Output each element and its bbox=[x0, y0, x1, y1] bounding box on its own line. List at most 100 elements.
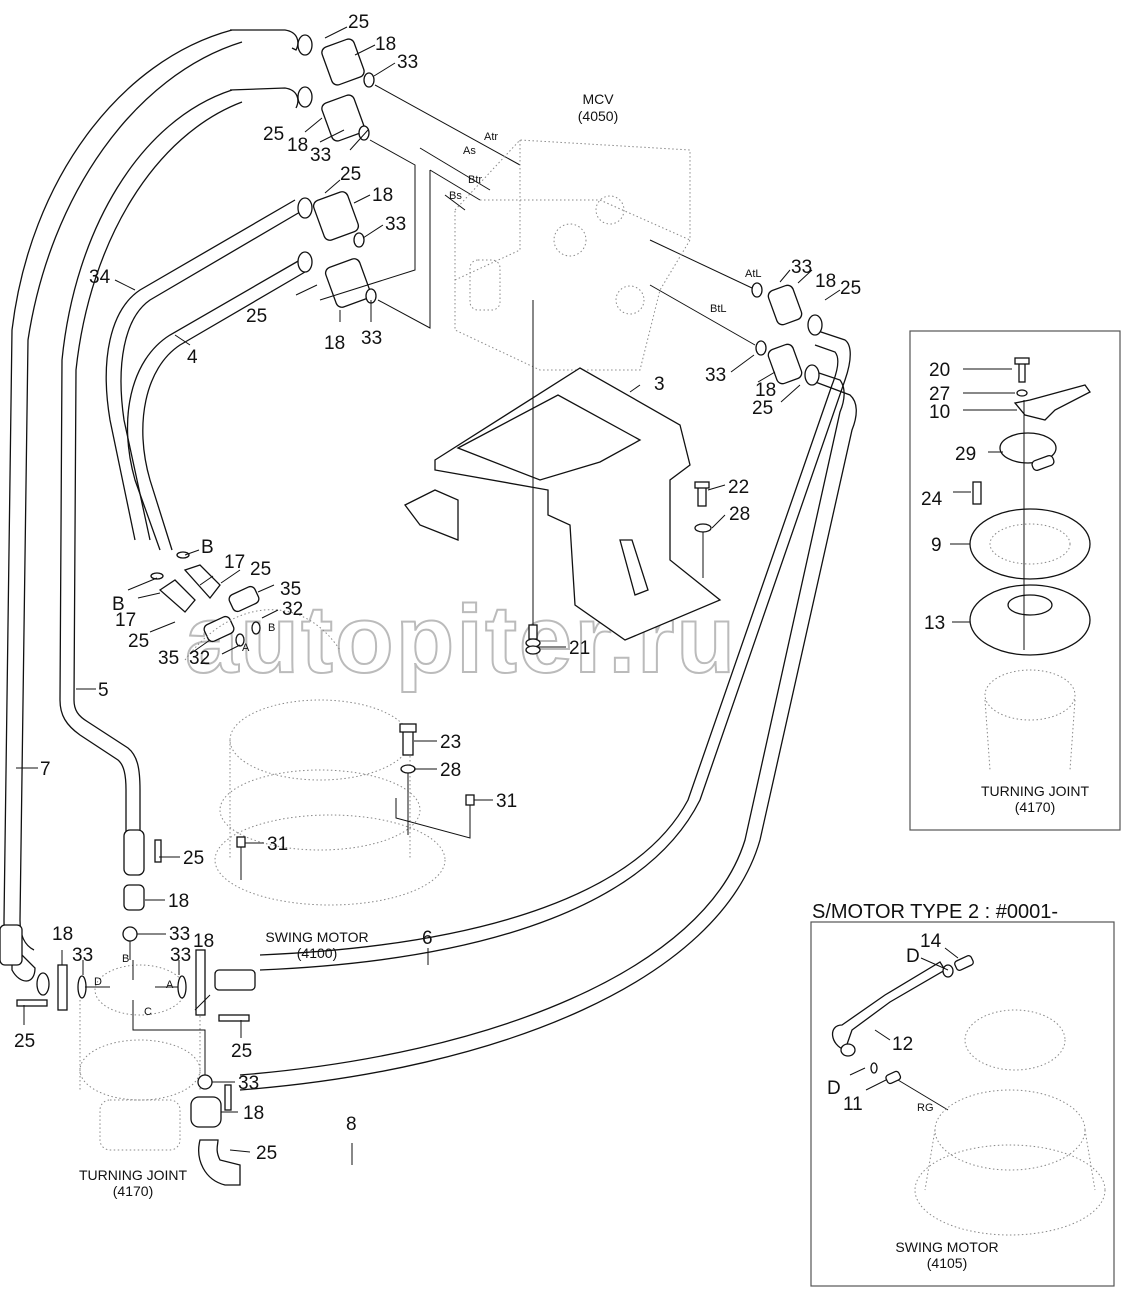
callout: 25 bbox=[14, 1031, 35, 1052]
callout: 7 bbox=[40, 759, 51, 780]
callout: 18 bbox=[52, 924, 73, 945]
turning-joint-inset-parts bbox=[969, 357, 1091, 771]
inset-turning-joint-name: TURNING JOINT bbox=[981, 783, 1090, 799]
callout: 33 bbox=[238, 1073, 259, 1094]
inset-type2-title: S/MOTOR TYPE 2 : #0001- bbox=[812, 901, 1058, 923]
port-label: As bbox=[463, 145, 476, 157]
callout: 25 bbox=[128, 631, 149, 652]
callout: 25 bbox=[840, 278, 861, 299]
callout: 22 bbox=[728, 477, 749, 498]
callout: 18 bbox=[287, 135, 308, 156]
port-label: RG bbox=[917, 1102, 934, 1114]
type2-parts bbox=[831, 955, 1106, 1236]
swing-motor-type2-name: SWING MOTOR bbox=[895, 1239, 998, 1255]
turning-joint-code: (4170) bbox=[113, 1183, 153, 1199]
mcv-port-leaders bbox=[319, 84, 756, 346]
callout: 11 bbox=[843, 1094, 863, 1115]
callout: D bbox=[906, 946, 920, 967]
hose-4 bbox=[126, 259, 306, 551]
component-captions: MCV (4050) SWING MOTOR (4100) TURNING JO… bbox=[79, 91, 1090, 1271]
callout: 17 bbox=[115, 610, 136, 631]
callout: 33 bbox=[169, 924, 190, 945]
callout: 21 bbox=[569, 638, 590, 659]
callout: 25 bbox=[752, 398, 773, 419]
callout: 5 bbox=[98, 680, 109, 701]
callout: 33 bbox=[310, 145, 331, 166]
hose-7 bbox=[3, 29, 243, 961]
callout: 34 bbox=[89, 267, 111, 288]
callout: 4 bbox=[187, 347, 198, 368]
callout: 27 bbox=[929, 384, 950, 405]
hose-5-end bbox=[122, 829, 162, 960]
callout: B bbox=[201, 537, 214, 558]
callout-labels: 25 18 33 25 18 33 25 18 33 25 18 33 34 4… bbox=[14, 12, 976, 1164]
bolt-21 bbox=[525, 300, 541, 655]
callout: 25 bbox=[348, 12, 369, 33]
port-label: Atr bbox=[484, 131, 498, 143]
callout: 20 bbox=[929, 360, 950, 381]
callout: 28 bbox=[440, 760, 461, 781]
callout: 18 bbox=[372, 185, 393, 206]
callout: 8 bbox=[346, 1114, 357, 1135]
callout: 9 bbox=[931, 535, 942, 556]
callout: B bbox=[112, 594, 125, 615]
callout: 13 bbox=[924, 613, 945, 634]
port-label: A bbox=[166, 979, 174, 991]
callout: 35 bbox=[158, 648, 179, 669]
hose-8 bbox=[239, 369, 857, 1091]
callout: 18 bbox=[193, 931, 214, 952]
callout: 18 bbox=[168, 891, 189, 912]
callout: 31 bbox=[496, 791, 517, 812]
callout: 25 bbox=[256, 1143, 277, 1164]
callout: 23 bbox=[440, 732, 461, 753]
turning-joint-ports bbox=[0, 924, 256, 1186]
callout: 12 bbox=[892, 1034, 913, 1055]
o-rings-33 bbox=[353, 72, 767, 356]
callout: 18 bbox=[755, 380, 776, 401]
callout: 32 bbox=[282, 599, 303, 620]
callout: 24 bbox=[921, 489, 943, 510]
callout: 33 bbox=[361, 328, 382, 349]
port-label: Btr bbox=[468, 174, 482, 186]
callout: 18 bbox=[815, 271, 836, 292]
bolt-22-washer-28 bbox=[694, 481, 712, 578]
port-label: C bbox=[144, 1006, 152, 1018]
callout: 33 bbox=[397, 52, 418, 73]
flange-18-group bbox=[312, 38, 803, 385]
callout-leaders bbox=[16, 26, 1017, 1165]
bracket-3 bbox=[404, 367, 722, 641]
callout: 25 bbox=[183, 848, 204, 869]
callout: 29 bbox=[955, 444, 976, 465]
callout: 17 bbox=[224, 552, 245, 573]
callout: 25 bbox=[231, 1041, 252, 1062]
port-labels: Atr As Btr Bs AtL BtL A B A B C D RG bbox=[94, 131, 934, 1114]
inset-turning-joint-code: (4170) bbox=[1015, 799, 1055, 815]
callout: 28 bbox=[729, 504, 750, 525]
callout: 18 bbox=[243, 1103, 264, 1124]
inset-turning-joint-box bbox=[909, 330, 1121, 831]
callout: 10 bbox=[929, 402, 950, 423]
port-label: D bbox=[94, 976, 102, 988]
callout: 33 bbox=[170, 945, 191, 966]
inset-type2-box bbox=[810, 921, 1115, 1287]
bolt-23-plugs-31 bbox=[236, 723, 475, 880]
callout: 6 bbox=[422, 928, 433, 949]
port-label: Bs bbox=[449, 190, 462, 202]
hose-5 bbox=[59, 89, 243, 840]
callout: 25 bbox=[340, 164, 361, 185]
callout: 33 bbox=[72, 945, 93, 966]
callout: 14 bbox=[920, 931, 942, 952]
hose-ends-top bbox=[229, 29, 823, 386]
hose-34 bbox=[105, 199, 301, 541]
mcv-code: (4050) bbox=[578, 108, 618, 124]
callout: 18 bbox=[375, 34, 396, 55]
callout: 25 bbox=[246, 306, 267, 327]
callout: 31 bbox=[267, 834, 288, 855]
mcv-valve bbox=[454, 139, 691, 371]
callout: 3 bbox=[654, 374, 665, 395]
port-label: A bbox=[242, 642, 250, 654]
port-label: B bbox=[268, 622, 275, 634]
port-label: B bbox=[122, 953, 129, 965]
swing-motor-type2-code: (4105) bbox=[927, 1255, 967, 1271]
